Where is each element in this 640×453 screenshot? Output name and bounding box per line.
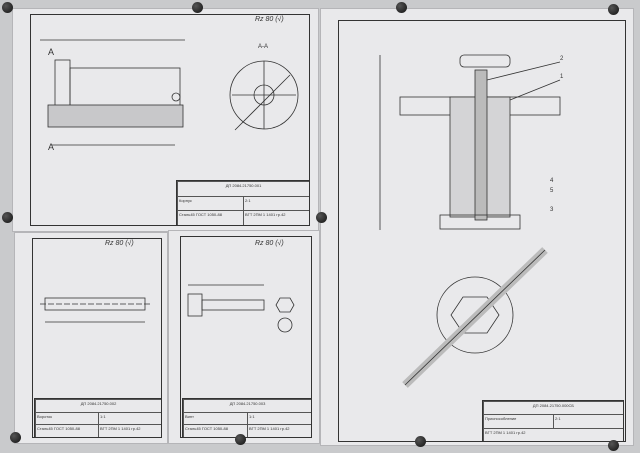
title-block-housing: ДП 2084.21750.001 Корпус 2:1 Сталь45 ГОС… (176, 180, 310, 226)
title-block-name: Корпус (177, 195, 243, 211)
title-block-name: Вороток (35, 411, 98, 425)
callout-3: 3 (550, 207, 554, 213)
title-block-code: ДП 2084.21750.001 (177, 181, 309, 196)
pin (235, 434, 246, 445)
housing-side-view: A A (40, 39, 185, 152)
drawing-frame (30, 14, 310, 226)
title-block-name: Приспособление (483, 414, 553, 428)
pin (396, 2, 407, 13)
title-block-code: ДП 2084.21750.000СБ (483, 401, 623, 415)
title-block-org: ВГТ 2ПМ 1 1401 гр.42 (243, 210, 309, 225)
handle-view (40, 297, 150, 323)
assembly-top-view (402, 247, 548, 388)
roughness-mark: Rz 80 (√) (255, 16, 284, 23)
title-block-handle: ДП 2084.21750.002 Вороток 1:1 Сталь45 ГО… (34, 398, 162, 438)
pin (2, 212, 13, 223)
housing-section-view (229, 60, 299, 131)
pin (608, 440, 619, 451)
drawing-sheet-handle (14, 232, 168, 444)
title-block-scale: 2:1 (553, 414, 623, 428)
callout-4: 4 (550, 178, 554, 184)
drawing-sheet-screw (168, 230, 320, 444)
pin (316, 212, 327, 223)
title-block-org: ВГТ 2ПМ 1 1401 гр.42 (483, 427, 623, 441)
section-label: А-А (258, 44, 269, 50)
roughness-mark: Rz 80 (√) (105, 240, 134, 247)
title-block-screw: ДП 2084.21750.003 Винт 1:1 Сталь45 ГОСТ … (182, 398, 312, 438)
title-block-assembly: ДП 2084.21750.000СБ Приспособление 2:1 В… (482, 400, 624, 442)
callout-1: 1 (560, 74, 564, 80)
title-block-material: Сталь45 ГОСТ 1050-88 (177, 210, 243, 225)
screw-view (187, 284, 295, 333)
title-block-material: Сталь45 ГОСТ 1050-88 (35, 424, 98, 437)
callout-2: 2 (560, 56, 564, 62)
pin (10, 432, 21, 443)
title-block-material: Сталь45 ГОСТ 1050-88 (183, 424, 247, 437)
title-block-scale: 2:1 (243, 195, 309, 211)
title-block-scale: 1:1 (247, 411, 311, 425)
pin (2, 2, 13, 13)
title-block-code: ДП 2084.21750.003 (183, 399, 311, 412)
svg-text:A: A (48, 47, 54, 57)
pin (608, 4, 619, 15)
title-block-name: Винт (183, 411, 247, 425)
title-block-org: ВГТ 2ПМ 1 1401 гр.42 (247, 424, 311, 437)
assembly-front-view (379, 54, 561, 230)
title-block-code: ДП 2084.21750.002 (35, 399, 161, 412)
svg-text:A: A (48, 142, 54, 152)
pin (415, 436, 426, 447)
title-block-scale: 1:1 (98, 411, 161, 425)
pin (192, 2, 203, 13)
title-block-org: ВГТ 2ПМ 1 1401 гр.42 (98, 424, 161, 437)
callout-5: 5 (550, 188, 554, 194)
roughness-mark: Rz 80 (√) (255, 240, 284, 247)
